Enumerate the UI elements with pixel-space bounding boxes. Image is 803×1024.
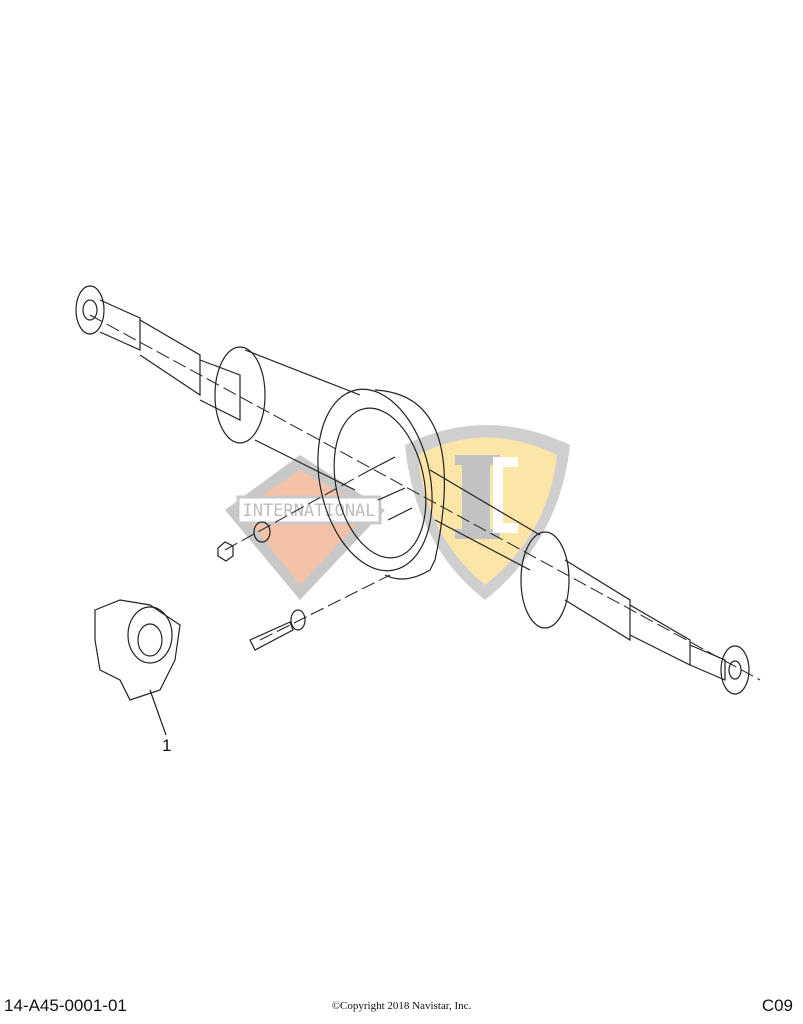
international-logo-watermark: INTERNATIONAL [225, 455, 385, 600]
bolt-and-washer [249, 574, 391, 651]
illustration-id: 14-A45-0001-01 [4, 996, 127, 1015]
copyright: ©Copyright 2018 Navistar, Inc. [331, 1000, 472, 1012]
section-code: C09 [761, 996, 793, 1015]
nut-and-washer [217, 469, 371, 562]
yoke-part [94, 599, 181, 736]
ic-shield-logo-watermark [405, 425, 570, 600]
axle-housing [75, 285, 761, 695]
svg-text:INTERNATIONAL: INTERNATIONAL [242, 501, 375, 521]
callout-1: 1 [162, 736, 172, 755]
